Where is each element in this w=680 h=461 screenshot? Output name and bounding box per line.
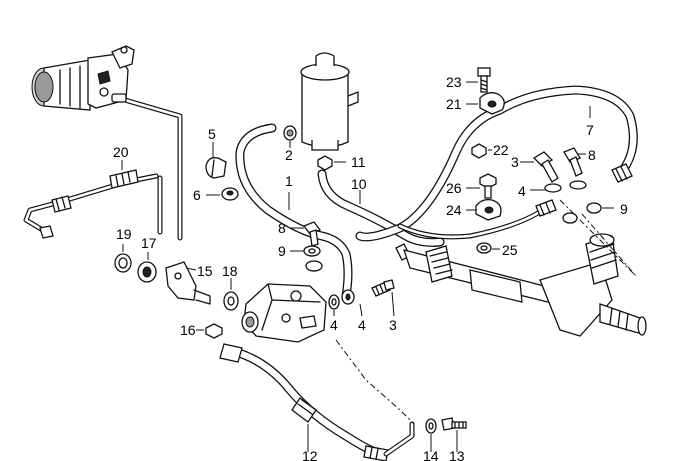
- callout-9: 9: [278, 243, 286, 259]
- clip-24: [466, 198, 502, 221]
- bolt-8-left: [290, 221, 322, 247]
- pressure-hose-12: [219, 339, 415, 461]
- callout-8: 8: [588, 147, 596, 163]
- return-hose-1: [235, 123, 353, 301]
- callout-20: 20: [113, 144, 129, 160]
- hose-10: [317, 169, 445, 247]
- callout-22: 22: [493, 142, 509, 158]
- valve-block: [241, 283, 327, 343]
- callout-2: 2: [285, 147, 293, 163]
- nut-16: [196, 323, 223, 339]
- bolt-26: [466, 173, 497, 199]
- banjo-bolt-17: [137, 252, 157, 283]
- hose-7: [355, 85, 638, 242]
- callout-11: 11: [351, 154, 366, 170]
- bolt-13: [441, 417, 467, 452]
- callout-21: 21: [446, 96, 462, 112]
- nut-22: [471, 143, 492, 159]
- seal-ring-18: [223, 278, 239, 311]
- hose-9-line: [397, 199, 557, 240]
- bolt-3-right: [520, 151, 559, 183]
- callout-5: 5: [208, 126, 216, 142]
- callout-16: 16: [180, 322, 196, 338]
- washer-4-left-a: [328, 294, 340, 316]
- callout-4: 4: [518, 183, 526, 199]
- callout-4: 4: [358, 317, 366, 333]
- callout-10: 10: [351, 176, 367, 192]
- callout-24: 24: [446, 202, 462, 218]
- callout-labels: 1 2 3 3 4 4 4 5 6 7 8 8 9 9 10 11 12 13 …: [113, 74, 628, 461]
- callout-6: 6: [193, 187, 201, 203]
- bolt-8-right: [563, 147, 586, 177]
- fluid-reservoir: [300, 52, 359, 151]
- hose-clamp-5: [205, 142, 227, 179]
- callout-26: 26: [446, 180, 462, 196]
- washer-14: [425, 418, 437, 452]
- banjo-bolt-3-left: [371, 279, 395, 317]
- callout-3: 3: [511, 154, 519, 170]
- callout-4: 4: [330, 317, 338, 333]
- pressure-pipe-20: [23, 93, 183, 241]
- callout-9: 9: [620, 201, 628, 217]
- bracket-15: [165, 261, 211, 305]
- bushing-6: [206, 187, 239, 201]
- callout-7: 7: [586, 122, 594, 138]
- callout-14: 14: [423, 448, 439, 461]
- washer-9-left: [290, 245, 323, 272]
- clip-21: [466, 92, 505, 115]
- callout-25: 25: [502, 242, 518, 258]
- washer-4-right: [530, 180, 587, 193]
- callout-17: 17: [141, 235, 157, 251]
- bolt-23: [466, 67, 491, 93]
- seal-ring-19: [114, 244, 132, 273]
- callout-13: 13: [449, 448, 465, 461]
- seal-2: [283, 125, 297, 148]
- washer-25: [476, 242, 500, 254]
- callout-12: 12: [302, 448, 318, 461]
- washer-4-left-b: [341, 289, 363, 317]
- callout-15: 15: [197, 263, 213, 279]
- steering-rack: [395, 199, 647, 337]
- callout-18: 18: [222, 263, 238, 279]
- callout-3: 3: [389, 317, 397, 333]
- callout-1: 1: [285, 173, 293, 189]
- washer-9-right: [562, 202, 614, 224]
- callout-19: 19: [116, 226, 132, 242]
- callout-23: 23: [446, 74, 462, 90]
- callout-8: 8: [278, 220, 286, 236]
- nut-11: [317, 155, 346, 171]
